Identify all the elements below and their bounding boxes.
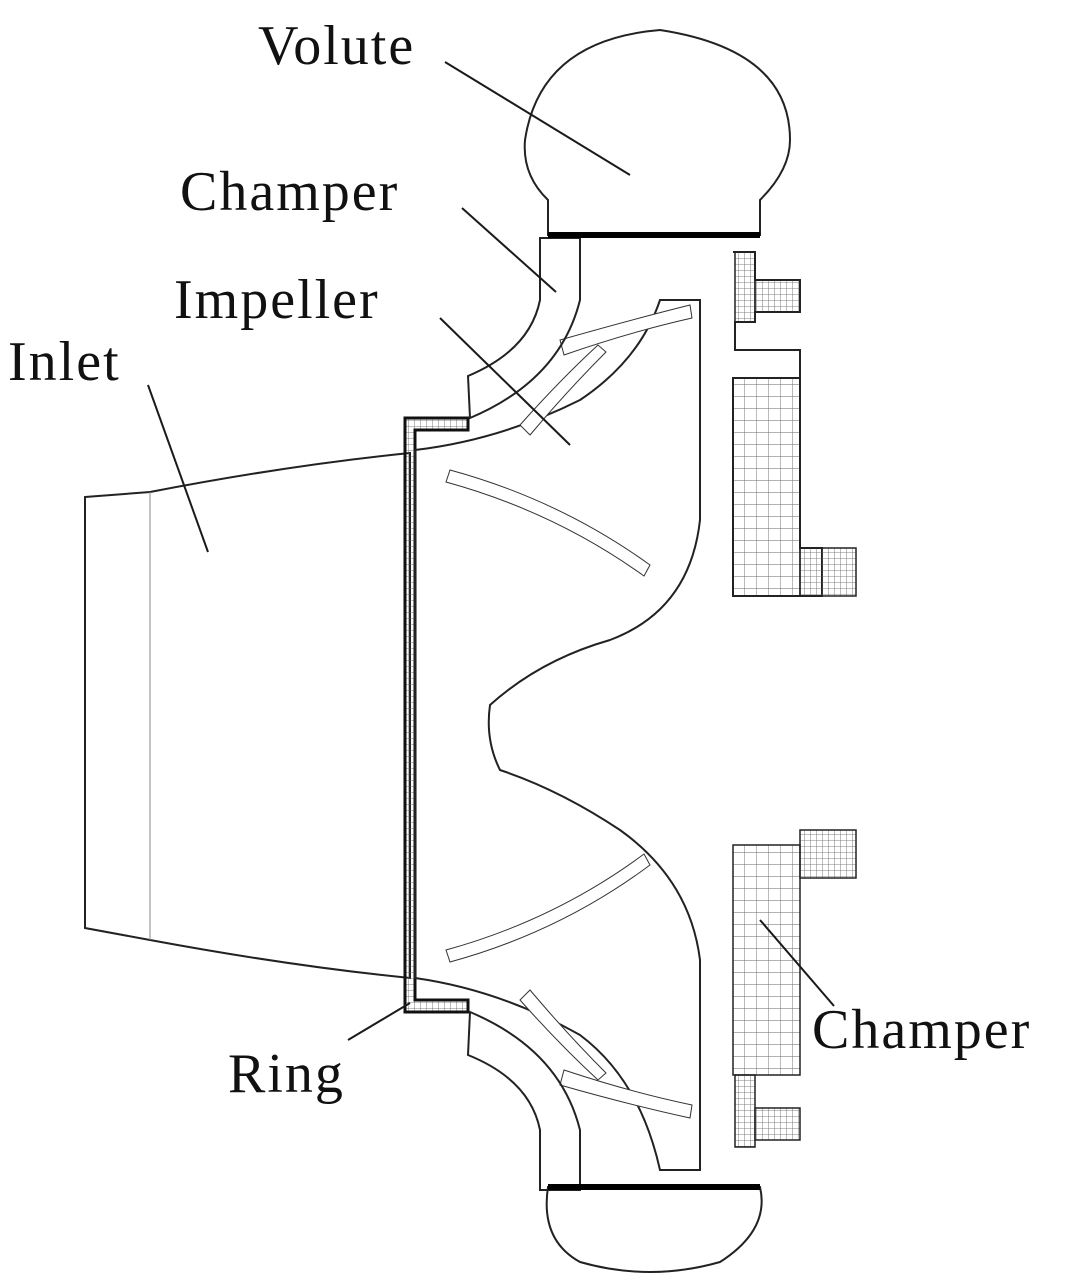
ring-leader-line xyxy=(347,1002,411,1041)
volute-bottom-mesh xyxy=(545,1184,763,1273)
inlet-leader-line xyxy=(147,384,209,553)
volute-leader-line xyxy=(444,61,631,176)
champer-bottom-passage-mesh xyxy=(466,1010,581,1191)
volute-top-mesh xyxy=(523,28,792,238)
impeller-leader-line xyxy=(439,317,571,446)
impeller-mesh xyxy=(414,299,701,1171)
back-champer-top-mesh xyxy=(732,251,857,597)
volute-label: Volute xyxy=(258,15,415,77)
ring-mesh xyxy=(403,416,470,1014)
champer-top-leader-line xyxy=(461,207,557,293)
inlet-mesh xyxy=(84,451,411,980)
champer-bottom-leader-line xyxy=(759,919,835,1007)
impeller-label: Impeller xyxy=(174,269,380,331)
champer-top-mesh xyxy=(466,237,581,420)
inlet-label: Inlet xyxy=(8,331,121,393)
back-champer-bottom-mesh xyxy=(732,829,857,1148)
ring-label: Ring xyxy=(228,1043,345,1105)
champer-bottom-label: Champer xyxy=(812,999,1031,1061)
champer-top-label: Champer xyxy=(180,161,399,223)
